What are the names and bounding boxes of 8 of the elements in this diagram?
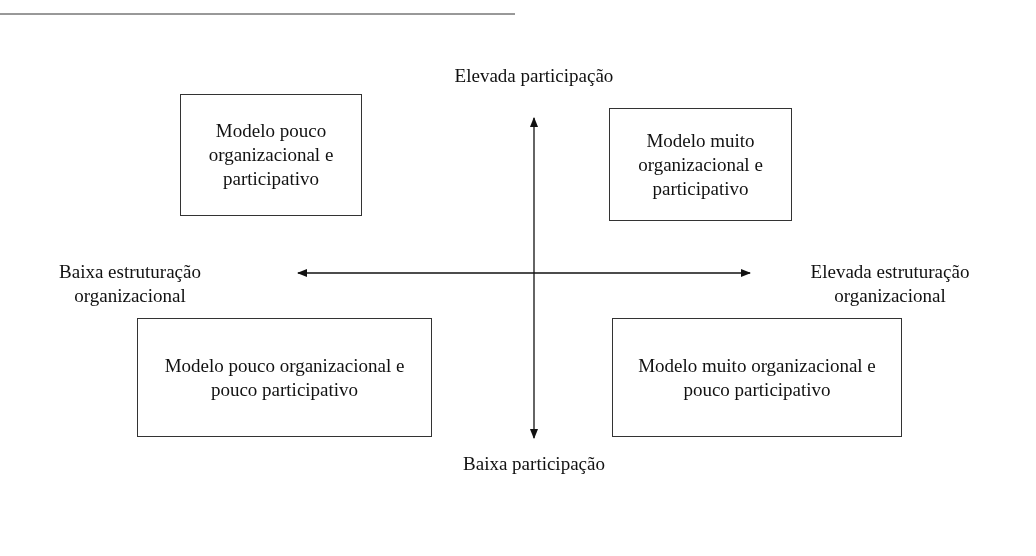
axis-label: Baixa estruturação organizacional	[58, 260, 202, 308]
quadrant-box: Modelo pouco organizacional e participativo	[180, 94, 362, 216]
quadrant-box: Modelo muito organizacional e pouco participativo	[612, 318, 902, 437]
quadrant-box: Modelo muito organizacional e participativo	[609, 108, 792, 221]
axis-label: Elevada estruturação organizacional	[809, 260, 971, 308]
axis-label: Elevada participação	[453, 64, 615, 88]
quadrant-box: Modelo pouco organizacional e pouco participativo	[137, 318, 432, 437]
axis-label: Baixa participação	[462, 452, 606, 476]
